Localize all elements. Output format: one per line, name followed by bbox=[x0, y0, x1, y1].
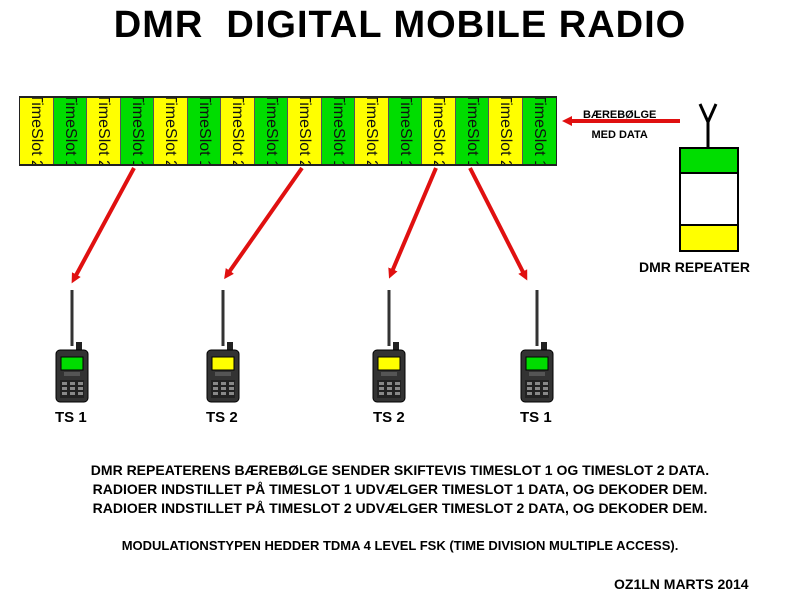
timeslot-cell: TimeSlot 2 bbox=[355, 98, 389, 164]
handheld-radio-3-icon bbox=[371, 288, 407, 404]
description-line-2: RADIOER INDSTILLET PÅ TIMESLOT 1 UDVÆLGE… bbox=[92, 481, 708, 497]
modulation-text: MODULATIONSTYPEN HEDDER TDMA 4 LEVEL FSK… bbox=[121, 538, 679, 553]
page-title: DMR DIGITAL MOBILE RADIO bbox=[113, 4, 687, 46]
timeslot-cell: TimeSlot 2 bbox=[422, 98, 456, 164]
credit: OZ1LN MARTS 2014 bbox=[614, 576, 749, 592]
timeslot-cell: TimeSlot 2 bbox=[20, 98, 54, 164]
timeslot-cell: TimeSlot 2 bbox=[154, 98, 188, 164]
timeslot-cell: TimeSlot 1 bbox=[522, 98, 556, 164]
timeslot-cell: TimeSlot 1 bbox=[455, 98, 489, 164]
radio-label-4: TS 1 bbox=[520, 409, 552, 426]
handheld-radio-1-icon bbox=[54, 288, 90, 404]
timeslot-cell: TimeSlot 2 bbox=[489, 98, 523, 164]
arrow-to-radio-2 bbox=[224, 166, 304, 280]
description-line-3: RADIOER INDSTILLET PÅ TIMESLOT 2 UDVÆLGE… bbox=[92, 500, 708, 516]
timeslot-cell: TimeSlot 2 bbox=[87, 98, 121, 164]
description-line-1: DMR REPEATERENS BÆREBØLGE SENDER SKIFTEV… bbox=[90, 462, 710, 478]
timeslot-cell: TimeSlot 1 bbox=[53, 98, 87, 164]
timeslot-cell: TimeSlot 2 bbox=[288, 98, 322, 164]
handheld-radio-2-icon bbox=[205, 288, 241, 404]
timeslot-cell: TimeSlot 1 bbox=[254, 98, 288, 164]
timeslot-cell: TimeSlot 1 bbox=[388, 98, 422, 164]
radio-label-2: TS 2 bbox=[206, 409, 238, 426]
carrier-label: BÆREBØLGE MED DATA bbox=[583, 105, 656, 145]
radio-label-3: TS 2 bbox=[373, 409, 405, 426]
repeater-label: DMR REPEATER bbox=[639, 259, 750, 275]
timeslot-cell: TimeSlot 1 bbox=[321, 98, 355, 164]
timeslot-cell: TimeSlot 1 bbox=[187, 98, 221, 164]
radio-label-1: TS 1 bbox=[55, 409, 87, 426]
timeslot-cell: TimeSlot 2 bbox=[221, 98, 255, 164]
timeslot-cell: TimeSlot 1 bbox=[120, 98, 154, 164]
arrow-to-radio-1 bbox=[71, 167, 136, 284]
handheld-radio-4-icon bbox=[519, 288, 555, 404]
carrier-label-line1: BÆREBØLGE bbox=[583, 109, 657, 121]
carrier-label-line2: MED DATA bbox=[591, 129, 648, 141]
arrow-to-radio-3 bbox=[388, 167, 438, 279]
repeater-icon bbox=[679, 103, 739, 252]
arrow-to-radio-4 bbox=[468, 167, 528, 281]
